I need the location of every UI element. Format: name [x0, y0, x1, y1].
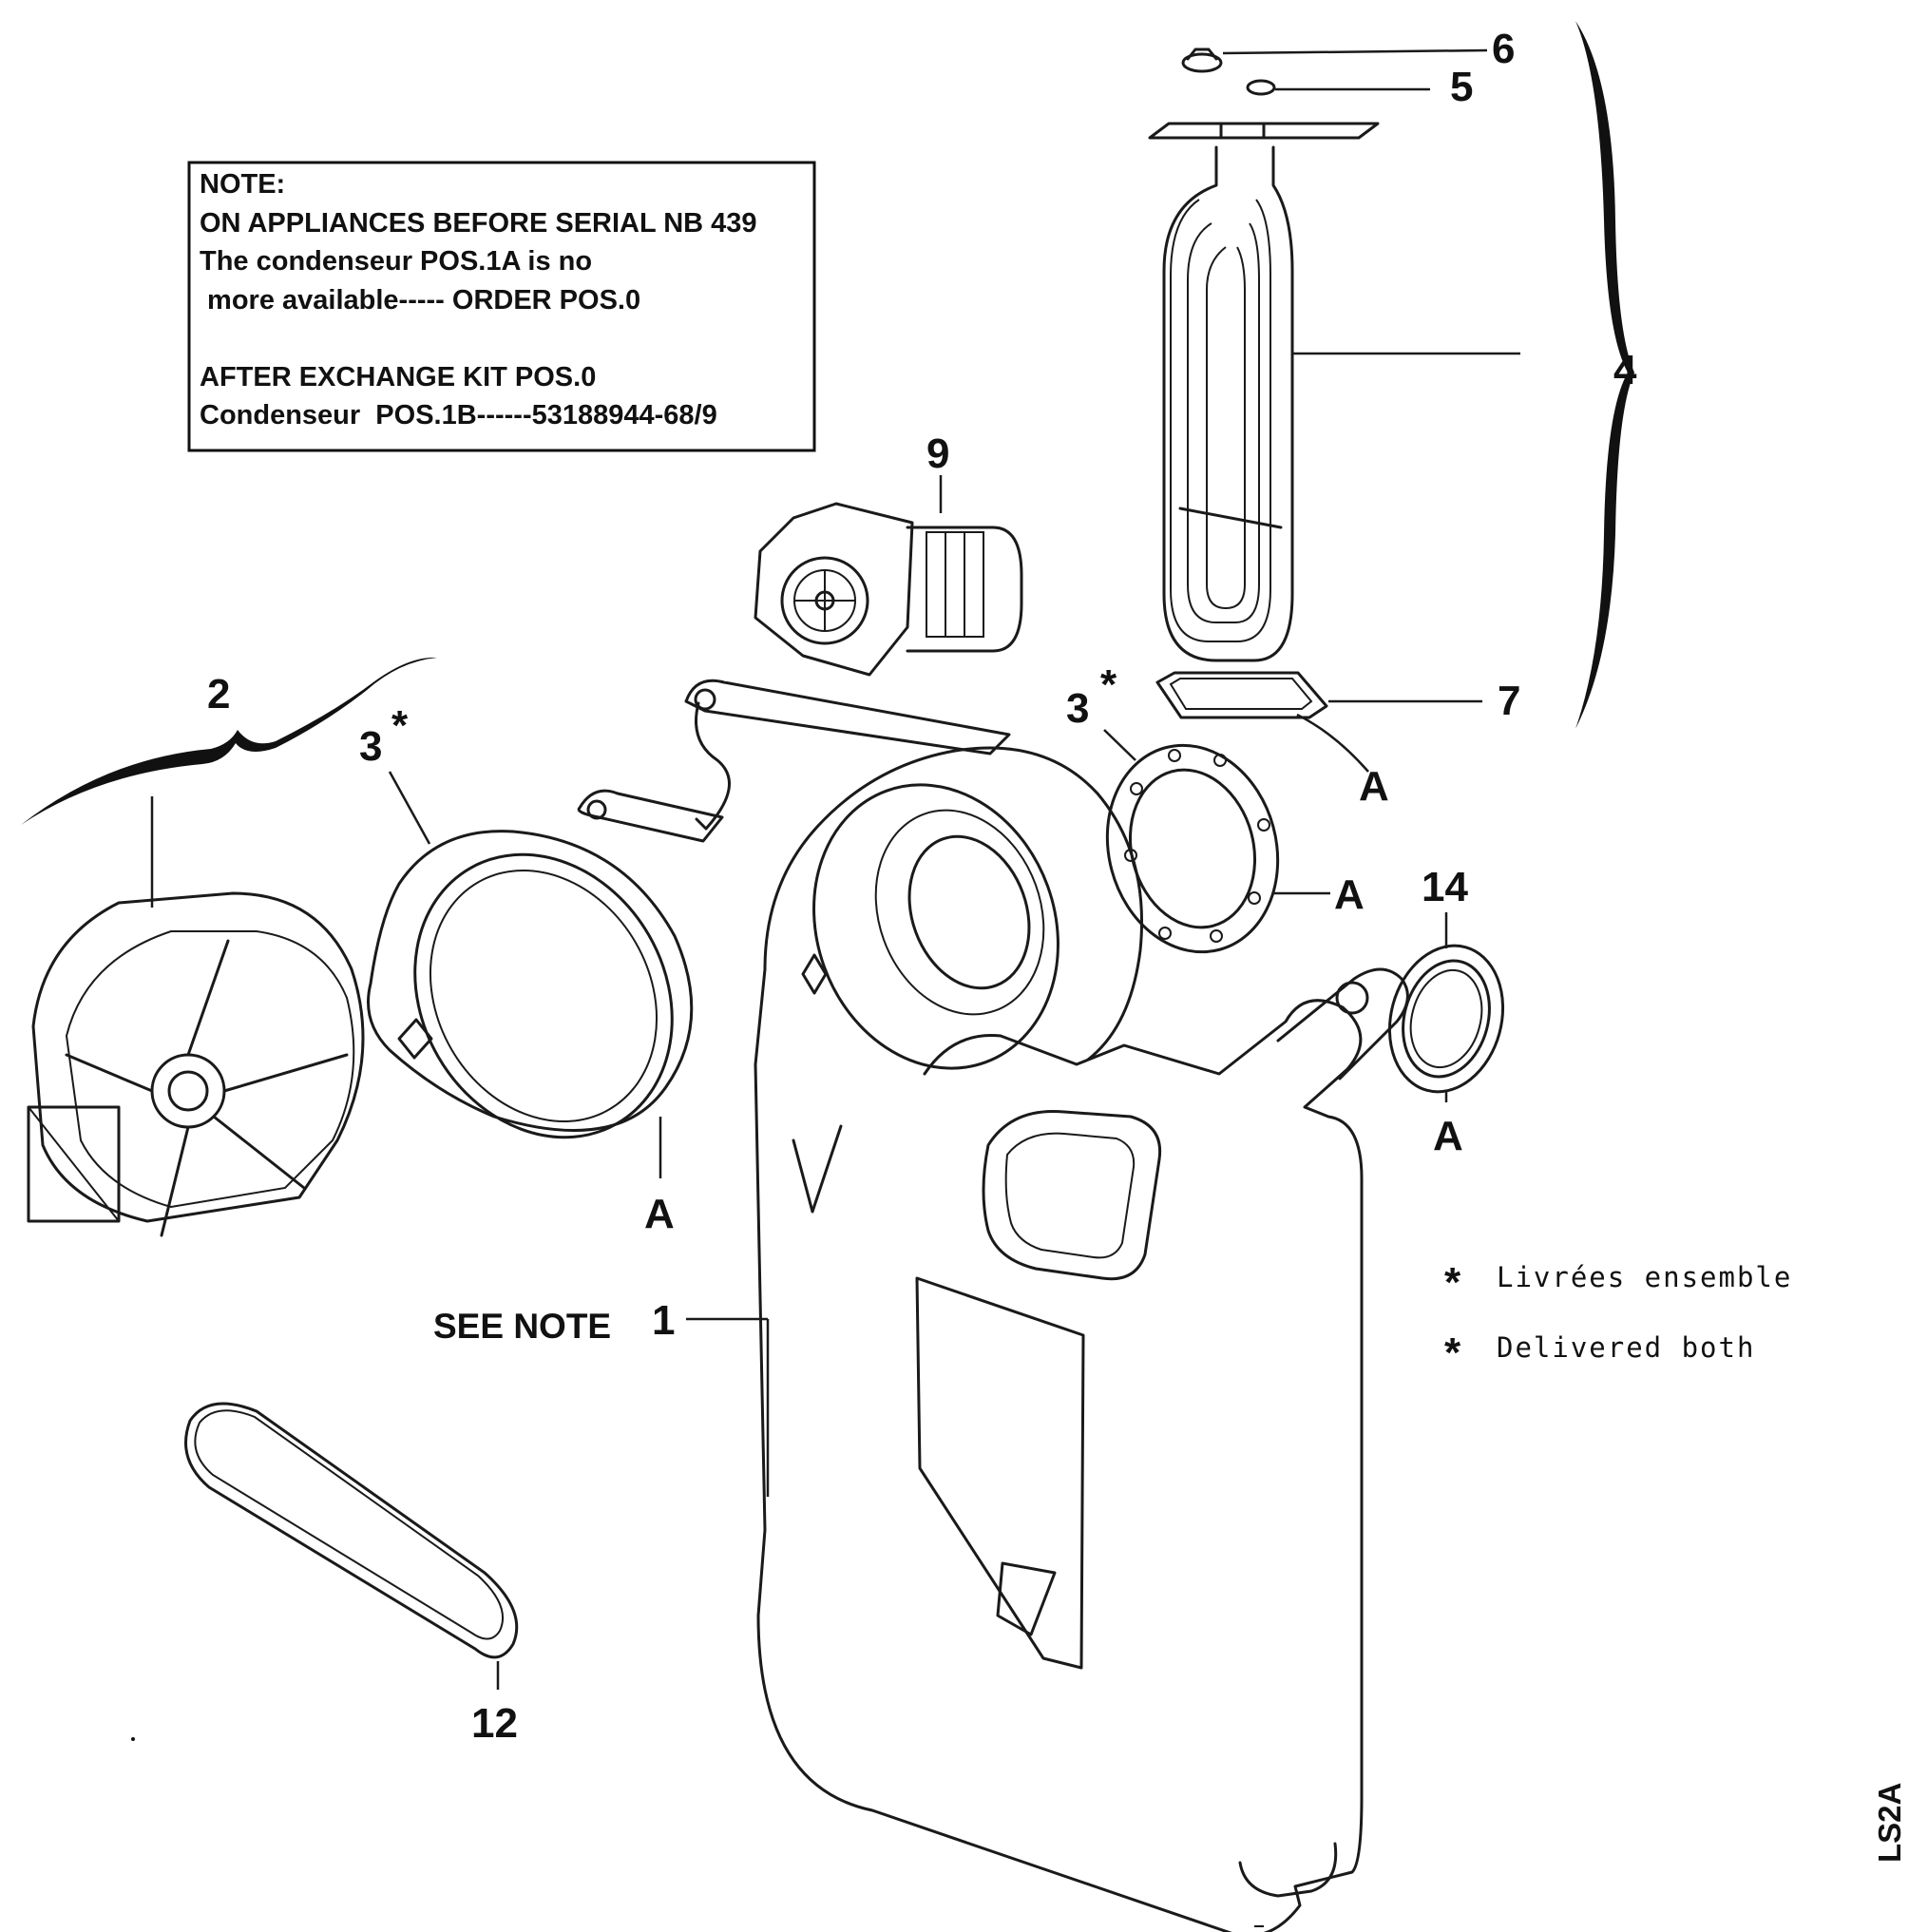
callout-6: 6: [1492, 26, 1515, 72]
callout-a-left: A: [644, 1191, 675, 1237]
part-7-gasket: [1155, 671, 1482, 773]
legend-text-fr: Livrées ensemble: [1497, 1261, 1792, 1293]
note-line-6: AFTER EXCHANGE KIT POS.0: [200, 362, 596, 392]
asterisk-3-left: *: [391, 702, 409, 749]
legend: * Livrées ensemble * Delivered both: [1444, 1259, 1792, 1376]
note-line-2: ON APPLIANCES BEFORE SERIAL NB 439: [200, 208, 757, 239]
note-line-7: Condenseur POS.1B------53188944-68/9: [200, 400, 717, 430]
part-14-seal: [1387, 912, 1505, 1102]
callout-5: 5: [1450, 64, 1473, 110]
callout-3-right: 3: [1066, 685, 1089, 732]
see-note-label: SEE NOTE: [433, 1307, 611, 1346]
drawing-code: LS2A: [1872, 1783, 1907, 1863]
callout-9: 9: [926, 430, 949, 477]
note-line-3: The condenseur POS.1A is no: [200, 246, 592, 277]
legend-text-en: Delivered both: [1497, 1331, 1755, 1364]
part-4-heating-element: [1148, 122, 1520, 662]
callout-12: 12: [471, 1700, 518, 1747]
part-1-condenser: [577, 679, 1409, 1932]
asterisk-3-right: *: [1100, 661, 1117, 708]
callout-3-left: 3: [359, 723, 382, 770]
brace-4: [1575, 21, 1634, 729]
callout-4: 4: [1613, 347, 1637, 393]
callout-14: 14: [1422, 864, 1468, 910]
callout-a-gasket7: A: [1359, 763, 1389, 810]
part-6-cap: [1181, 48, 1488, 73]
callout-1: 1: [652, 1297, 675, 1344]
part-12-belt: [184, 1402, 519, 1690]
part-3-left-gasket: [367, 771, 694, 1178]
callout-a-seal14: A: [1433, 1113, 1463, 1159]
part-3-right-gasket: [1103, 729, 1330, 954]
part-5-nut: [1246, 79, 1430, 96]
brace-2: [21, 657, 437, 825]
part-9-motor: [754, 475, 1023, 677]
legend-asterisk-en: *: [1444, 1329, 1461, 1376]
part-2-housing: [27, 796, 365, 1237]
note-line-1: NOTE:: [200, 169, 285, 200]
callout-a-ring: A: [1334, 871, 1365, 918]
callout-2: 2: [207, 671, 230, 717]
stray-dot: [131, 1737, 135, 1741]
callout-7: 7: [1498, 678, 1520, 724]
note-line-4: more available----- ORDER POS.0: [200, 285, 640, 316]
legend-asterisk-fr: *: [1444, 1259, 1461, 1306]
note-box: NOTE: ON APPLIANCES BEFORE SERIAL NB 439…: [187, 161, 816, 452]
